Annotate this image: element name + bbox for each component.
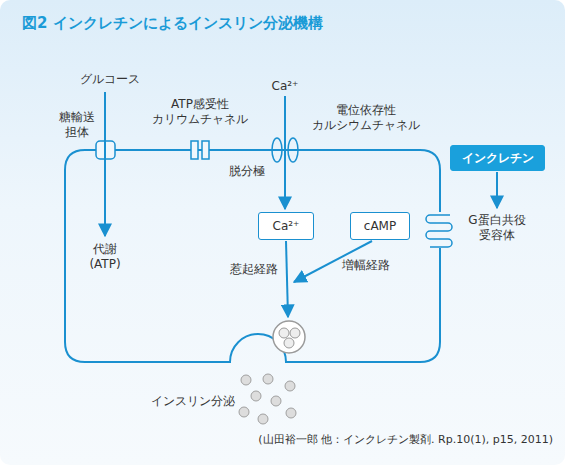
insulin-dot xyxy=(258,414,268,424)
glucose-arrow xyxy=(104,92,106,236)
insulin-dot xyxy=(285,381,295,391)
node-text: Ca²⁺ xyxy=(273,219,300,233)
text-label: 電位依存性 カルシウムチャネル xyxy=(305,103,427,133)
triggering-arrow xyxy=(286,241,288,317)
incretin-arrow xyxy=(496,172,498,208)
insulin-granule xyxy=(273,321,305,353)
incretin-box: インクレチン xyxy=(450,145,545,171)
insulin-dot xyxy=(263,374,273,384)
figure-title: 図2 インクレチンによるインスリン分泌機構 xyxy=(22,14,323,33)
insulin-dot xyxy=(239,407,249,417)
text-label: Ca²⁺ xyxy=(265,79,305,94)
node-text: cAMP xyxy=(364,219,396,233)
receptor-gap xyxy=(436,212,446,248)
granule-content xyxy=(279,328,289,338)
source-caption: (山田裕一郎 他：インクレチン製剤. Rp.10(1), p15, 2011) xyxy=(258,432,553,447)
node-text: インクレチン xyxy=(462,150,534,167)
k-channel-left xyxy=(191,141,198,159)
insulin-dot xyxy=(251,391,261,401)
receptor-symbol xyxy=(426,215,452,247)
k-channel-right xyxy=(202,141,209,159)
camp-box: cAMP xyxy=(350,212,410,240)
text-label: G蛋白共役 受容体 xyxy=(461,213,533,243)
cell-membrane xyxy=(65,150,440,362)
calcium-box: Ca²⁺ xyxy=(258,212,314,240)
text-label: 代謝 (ATP) xyxy=(83,242,127,272)
text-label: 脱分極 xyxy=(222,164,272,179)
text-label: インスリン分泌 xyxy=(143,394,243,409)
calcium-influx-arrow xyxy=(284,96,286,209)
text-label: ATP感受性 カリウムチャネル xyxy=(145,97,255,127)
glucose-arrow-inner xyxy=(104,141,106,159)
insulin-dot xyxy=(271,396,281,406)
insulin-dot xyxy=(286,408,296,418)
text-label: 惹起経路 xyxy=(226,262,282,277)
ca-channel-left xyxy=(272,138,282,162)
ca-channel-right xyxy=(288,138,298,162)
text-label: グルコース xyxy=(65,72,155,87)
text-label: 糖輸送 担体 xyxy=(55,110,99,140)
text-label: 増幅経路 xyxy=(336,258,396,273)
insulin-dot xyxy=(241,375,251,385)
glucose-transporter xyxy=(96,141,115,159)
granule-content xyxy=(290,328,300,338)
granule-content xyxy=(284,338,294,348)
